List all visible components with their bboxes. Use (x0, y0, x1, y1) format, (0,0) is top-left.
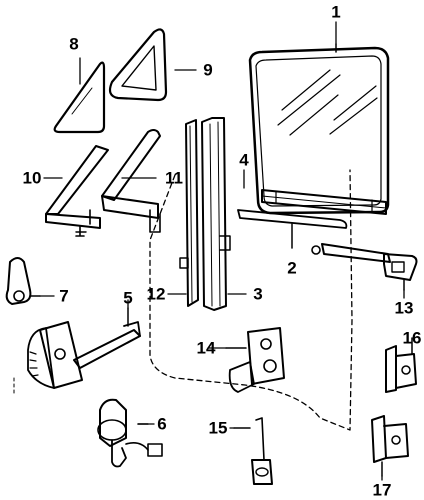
callout-8: 8 (69, 34, 79, 54)
callout-14: 14 (196, 338, 216, 358)
part-17-lower-hinge (372, 416, 408, 476)
leader-lines (39, 21, 405, 481)
part-14-door-latch (226, 328, 284, 392)
part-7-window-crank (7, 258, 40, 304)
part-13-regulator-arm (312, 244, 417, 290)
part-10-vent-frame (46, 146, 108, 236)
callout-13: 13 (394, 298, 414, 318)
part-3-rear-run-channel (202, 118, 230, 310)
part-2-channel-strip (238, 210, 346, 248)
callout-17: 17 (372, 480, 392, 500)
callout-1: 1 (331, 2, 341, 22)
callout-5: 5 (123, 288, 133, 308)
part-16-upper-hinge (386, 338, 416, 392)
part-5-window-regulator (14, 308, 140, 394)
callout-11: 11 (165, 168, 183, 188)
callout-12: 12 (146, 284, 166, 304)
callout-4: 4 (239, 150, 249, 170)
callout-7: 7 (59, 286, 69, 306)
callout-15: 15 (208, 418, 228, 438)
callout-3: 3 (253, 284, 263, 304)
callout-2: 2 (287, 258, 297, 278)
part-8-vent-glass (55, 63, 104, 132)
part-15-lock-cylinder (234, 418, 272, 484)
part-4-glass-channel (262, 190, 386, 214)
part-12-front-run-channel (180, 120, 198, 306)
door-outline (149, 169, 353, 431)
part-9-vent-seal (110, 29, 166, 100)
callout-16: 16 (402, 328, 422, 348)
part-6-window-motor (98, 400, 162, 467)
part-1-door-glass (250, 44, 388, 213)
callout-10: 10 (22, 168, 42, 188)
callout-6: 6 (157, 414, 167, 434)
callout-9: 9 (203, 60, 213, 80)
part-11-division-bar (102, 130, 160, 232)
